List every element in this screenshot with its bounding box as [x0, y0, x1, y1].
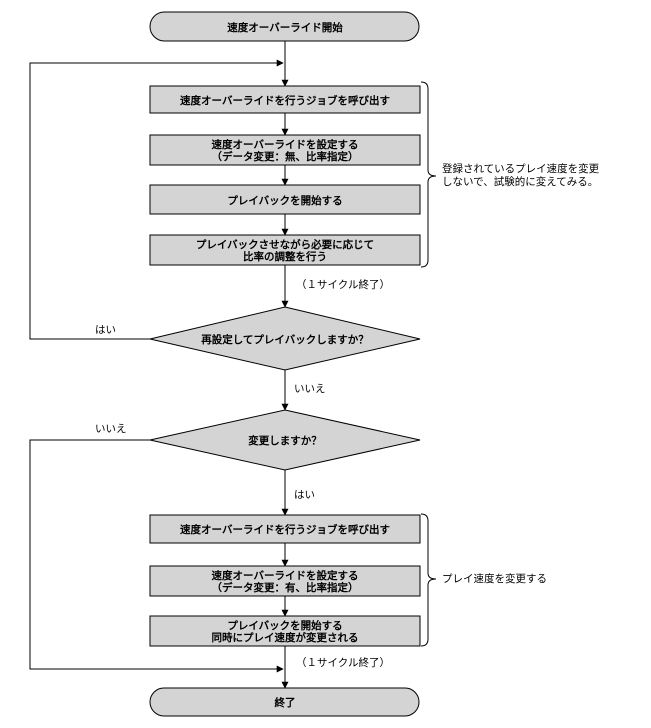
decision1-diamond: 再設定してプレイバックしますか？ — [149, 306, 421, 371]
loop1-brace — [420, 81, 437, 268]
loop2-step1-box: 速度オーバーライドを行うジョブを呼び出す — [149, 514, 421, 544]
loop2-note: プレイ速度を変更する — [442, 572, 547, 585]
decision2-yes-label: はい — [294, 489, 315, 501]
decision2-no-label: いいえ — [95, 423, 127, 435]
loop1-step2-line2: （データ変更：無、比率指定） — [212, 150, 359, 163]
decision1-question: 再設定してプレイバックしますか？ — [201, 333, 368, 346]
end-node: 終了 — [149, 687, 420, 717]
loop1-step1-box: 速度オーバーライドを行うジョブを呼び出す — [149, 85, 421, 114]
edge-decision1-yes-loop — [29, 59, 284, 340]
loop2-step2-line1: 速度オーバーライドを設定する — [212, 569, 359, 582]
loop1-step4-line2: 比率の調整を行う — [243, 250, 327, 263]
loop1-step4-box: プレイバックさせながら必要に応じて 比率の調整を行う — [149, 234, 421, 266]
loop1-note-line2: しないで、試験的に変えてみる。 — [442, 175, 598, 188]
loop2-step2-box: 速度オーバーライドを設定する （データ変更：有、比率指定） — [149, 565, 421, 597]
loop1-step2-box: 速度オーバーライドを設定する （データ変更：無、比率指定） — [149, 134, 421, 166]
loop1-step3-box: プレイバックを開始する — [149, 184, 421, 215]
decision2-diamond: 変更しますか？ — [149, 409, 421, 471]
loop1-step2-line1: 速度オーバーライドを設定する — [212, 138, 359, 151]
loop1-step3-label: プレイバックを開始する — [227, 194, 342, 207]
start-node-label: 速度オーバーライド開始 — [227, 21, 343, 34]
loop1-step4-line1: プレイバックさせながら必要に応じて — [196, 238, 374, 251]
decision2-question: 変更しますか？ — [248, 434, 322, 447]
end-node-label: 終了 — [275, 696, 296, 709]
loop1-cycle-end-label: （１サイクル終了） — [296, 278, 390, 291]
start-node: 速度オーバーライド開始 — [149, 11, 420, 42]
edge-decision2-no-to-end — [29, 439, 284, 673]
loop2-step2-line2: （データ変更：有、比率指定） — [212, 581, 359, 594]
loop2-cycle-end-label: （１サイクル終了） — [296, 656, 390, 669]
loop2-step1-label: 速度オーバーライドを行うジョブを呼び出す — [180, 523, 390, 536]
loop2-step3-line1: プレイバックを開始する — [227, 619, 342, 632]
loop1-step1-label: 速度オーバーライドを行うジョブを呼び出す — [180, 94, 390, 107]
loop2-step3-box: プレイバックを開始する 同時にプレイ速度が変更される — [149, 615, 421, 647]
decision1-yes-label: はい — [95, 324, 116, 336]
decision1-no-label: いいえ — [294, 383, 326, 395]
loop2-step3-line2: 同時にプレイ速度が変更される — [212, 631, 359, 644]
loop2-brace — [420, 513, 437, 647]
loop1-note-line1: 登録されているプレイ速度を変更 — [442, 162, 600, 175]
edges — [29, 41, 289, 689]
